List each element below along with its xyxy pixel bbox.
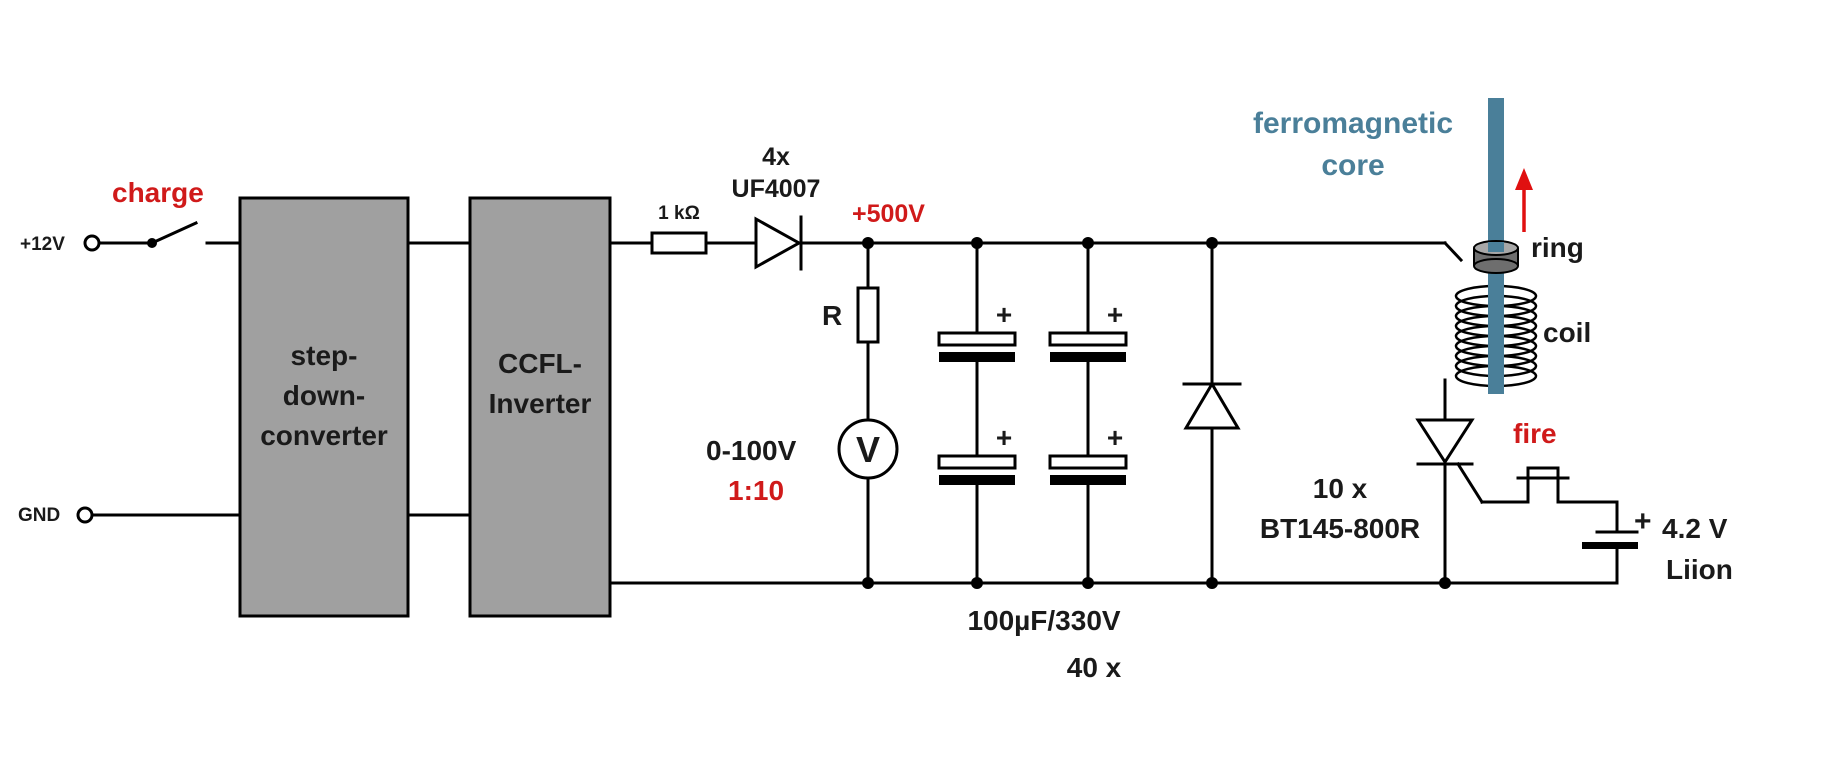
r-label: R (822, 300, 842, 331)
cap-plus-label: + (1107, 299, 1123, 330)
junction (862, 577, 874, 589)
plus12v-terminal (83, 234, 101, 252)
stepdown-line2: down- (283, 380, 365, 411)
stepdown-line3: converter (260, 420, 388, 451)
capacitor-plate-plus (937, 454, 1017, 470)
capacitor-plate-plus (1048, 331, 1128, 347)
cap-plus-label: + (1107, 422, 1123, 453)
thyristor-count-label: 10 x (1313, 473, 1368, 504)
ferro-label-line2: core (1321, 149, 1384, 182)
charging-path: 1 kΩ 4x UF4007 +500V (608, 143, 925, 271)
capacitor-plate-minus (1050, 475, 1126, 485)
battery-plus-label: + (1634, 505, 1652, 538)
cap-spec-label: 100µF/330V (967, 605, 1120, 636)
gnd-terminal (76, 506, 94, 524)
stepdown-line1: step- (291, 340, 358, 371)
capacitor-plate-minus (939, 352, 1015, 362)
gate-lead (1455, 461, 1485, 505)
ring-label: ring (1531, 232, 1584, 263)
diode-part-label: UF4007 (732, 175, 821, 203)
capacitor-column-1: + + (937, 237, 1017, 589)
resistor-1k (650, 231, 708, 255)
junction (971, 577, 983, 589)
voltmeter-branch: R V 0-100V 1:10 (706, 237, 899, 589)
junction (1082, 577, 1094, 589)
coilgun-section: ferromagnetic core ring coil (1253, 98, 1591, 422)
cap-plus-label: + (996, 299, 1012, 330)
battery-plate-minus (1582, 542, 1638, 549)
wire (1442, 240, 1464, 263)
battery-type-label: Liion (1666, 554, 1733, 585)
capacitor-plate-plus (937, 331, 1017, 347)
ccfl-inverter-block: CCFL- Inverter (468, 196, 612, 618)
step-down-converter-block: step- down- converter (238, 196, 410, 618)
range-label: 0-100V (706, 435, 797, 466)
freewheel-diode (1183, 381, 1241, 430)
voltmeter-symbol: V (856, 429, 880, 470)
capacitor-plate-plus (1048, 454, 1128, 470)
diode-count-label: 4x (762, 143, 790, 171)
freewheel-diode-branch (1182, 237, 1242, 589)
resistor-r (856, 286, 880, 344)
charge-label: charge (112, 177, 204, 208)
capacitor-plate-minus (939, 475, 1015, 485)
up-arrow-icon (1515, 168, 1533, 232)
ccfl-line2: Inverter (489, 388, 592, 419)
resistor-label: 1 kΩ (658, 203, 700, 224)
input-section: charge +12V GND (18, 177, 242, 526)
capacitor-plate-minus (1050, 352, 1126, 362)
gnd-label: GND (18, 505, 60, 526)
battery-voltage-label: 4.2 V (1662, 513, 1728, 544)
plus12v-label: +12V (20, 234, 65, 255)
ratio-label: 1:10 (728, 475, 784, 506)
capacitor-column-2: + + (1048, 237, 1128, 589)
cap-count-label: 40 x (1067, 652, 1122, 683)
ccfl-line1: CCFL- (498, 348, 582, 379)
thyristor-part-label: BT145-800R (1260, 513, 1420, 544)
cap-plus-label: + (996, 422, 1012, 453)
hv-label: +500V (852, 200, 925, 228)
ferro-label-line1: ferromagnetic (1253, 107, 1453, 140)
fire-label: fire (1513, 418, 1557, 449)
coil-label: coil (1543, 317, 1591, 348)
thyristor-section: fire 10 x BT145-800R (1260, 418, 1619, 589)
diode-uf4007 (754, 216, 803, 270)
charge-switch (150, 221, 198, 245)
thyristor (1415, 418, 1475, 465)
ccfl-inverter (468, 196, 612, 618)
junction (1206, 577, 1218, 589)
step-down-converter (238, 196, 410, 618)
ring (1473, 240, 1519, 274)
battery: + 4.2 V Liion (1582, 500, 1733, 585)
junction (1439, 577, 1451, 589)
